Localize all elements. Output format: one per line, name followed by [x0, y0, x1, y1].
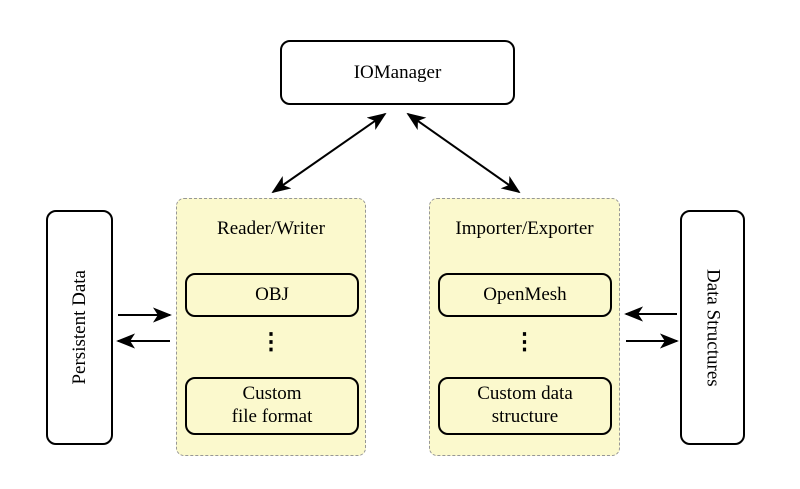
group-reader-writer: Reader/Writer OBJ ⋮ Custom file format — [176, 198, 366, 456]
node-persistent-data: Persistent Data — [46, 210, 113, 445]
obj-label: OBJ — [255, 283, 289, 305]
node-openmesh: OpenMesh — [438, 273, 612, 317]
custom-data-structure-label: Custom data structure — [477, 383, 573, 427]
node-custom-file-format: Custom file format — [185, 377, 359, 435]
custom-file-format-label: Custom file format — [231, 383, 313, 427]
node-data-structures: Data Structures — [680, 210, 745, 445]
persistent-data-label: Persistent Data — [68, 270, 90, 385]
openmesh-label: OpenMesh — [483, 283, 567, 305]
node-custom-data-structure: Custom data structure — [438, 377, 612, 435]
iomanager-label: IOManager — [353, 61, 442, 83]
arrow-iomanager-readerwriter — [271, 112, 387, 194]
reader-writer-title: Reader/Writer — [217, 218, 325, 239]
node-iomanager: IOManager — [280, 40, 515, 105]
vertical-dots-importer-exporter: ⋮ — [513, 329, 536, 354]
node-obj: OBJ — [185, 273, 359, 317]
importer-exporter-title: Importer/Exporter — [455, 218, 594, 239]
data-structures-label: Data Structures — [702, 268, 724, 387]
group-importer-exporter: Importer/Exporter OpenMesh ⋮ Custom data… — [429, 198, 620, 456]
arrow-iomanager-importerexporter — [406, 112, 521, 194]
vertical-dots-reader-writer: ⋮ — [259, 329, 283, 354]
